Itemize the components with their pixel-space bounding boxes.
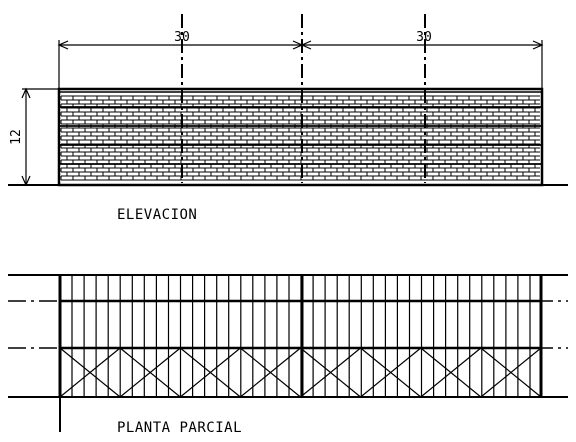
height-dimension — [21, 87, 59, 187]
plan-purlins — [59, 275, 531, 397]
brace-diagonal — [300, 347, 361, 398]
span-dimension — [57, 40, 544, 89]
brace-diagonal — [420, 347, 482, 398]
brace-diagonal — [179, 347, 241, 398]
elevation-outline — [57, 87, 544, 187]
span-label-right: 30 — [416, 30, 432, 45]
brace-diagonal — [119, 347, 181, 398]
brace-diagonal — [240, 347, 301, 398]
span-label-left: 30 — [174, 30, 190, 45]
elevation-hatch — [59, 95, 542, 181]
plan-bracing — [59, 347, 542, 398]
brace-diagonal — [480, 347, 542, 398]
brace-diagonal — [59, 347, 121, 398]
brace-diagonal — [360, 347, 422, 398]
elevation-title: ELEVACION — [117, 207, 197, 223]
plan-title: PLANTA PARCIAL — [117, 420, 242, 436]
height-label: 12 — [9, 129, 24, 145]
plan-view — [8, 274, 568, 432]
elevation-view — [8, 14, 568, 187]
